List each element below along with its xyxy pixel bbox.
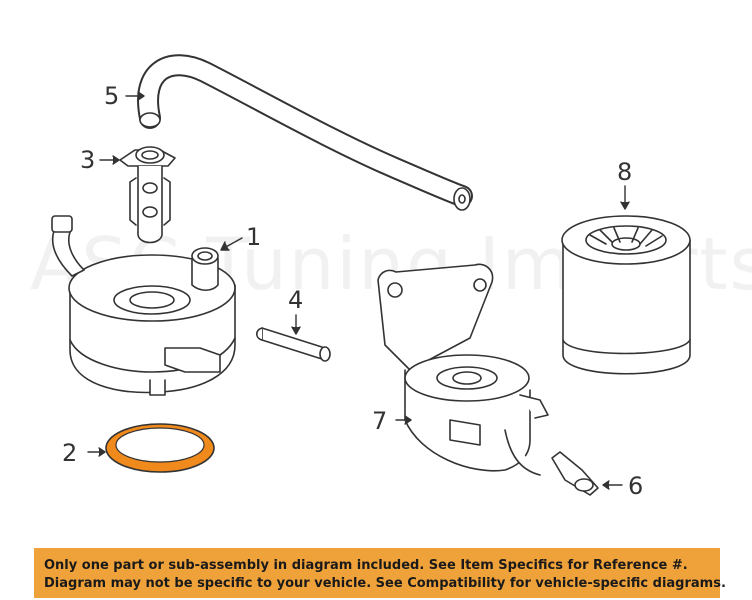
callout-7: 7	[372, 407, 387, 435]
part-7-bracket	[377, 263, 549, 476]
callout-2: 2	[62, 439, 77, 467]
callout-6: 6	[628, 472, 643, 500]
part-8-filter	[561, 215, 691, 375]
disclaimer-line-2: Diagram may not be specific to your vehi…	[44, 576, 726, 591]
callout-5: 5	[104, 82, 119, 110]
part-2-gasket	[105, 423, 215, 473]
callout-3: 3	[80, 146, 95, 174]
callout-1: 1	[246, 223, 261, 251]
part-5-hose	[137, 54, 473, 211]
disclaimer-line-1: Only one part or sub-assembly in diagram…	[44, 558, 688, 573]
part-1-housing	[51, 215, 236, 396]
part-6-sensor	[551, 451, 599, 496]
callout-8: 8	[617, 158, 632, 186]
leader-arrows	[87, 91, 630, 490]
part-4-tube	[255, 327, 331, 362]
part-3-fitting	[119, 146, 176, 244]
disclaimer-banner: Only one part or sub-assembly in diagram…	[34, 548, 726, 598]
parts-diagram: 5 3 1 4 2 7 6 8	[51, 54, 691, 500]
callout-4: 4	[288, 286, 303, 314]
